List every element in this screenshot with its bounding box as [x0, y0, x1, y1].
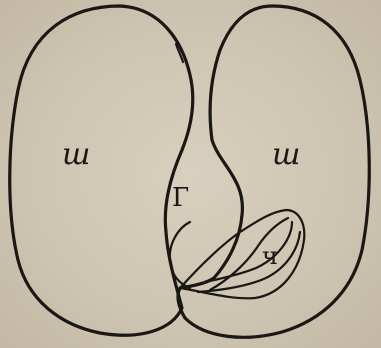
- left-cotyledon-outline: [10, 6, 193, 335]
- plumule-label: ч: [262, 242, 278, 270]
- right-cotyledon-label: ш: [272, 137, 300, 172]
- radicle-label: Г: [172, 183, 189, 213]
- left-cotyledon-label: ш: [62, 137, 90, 172]
